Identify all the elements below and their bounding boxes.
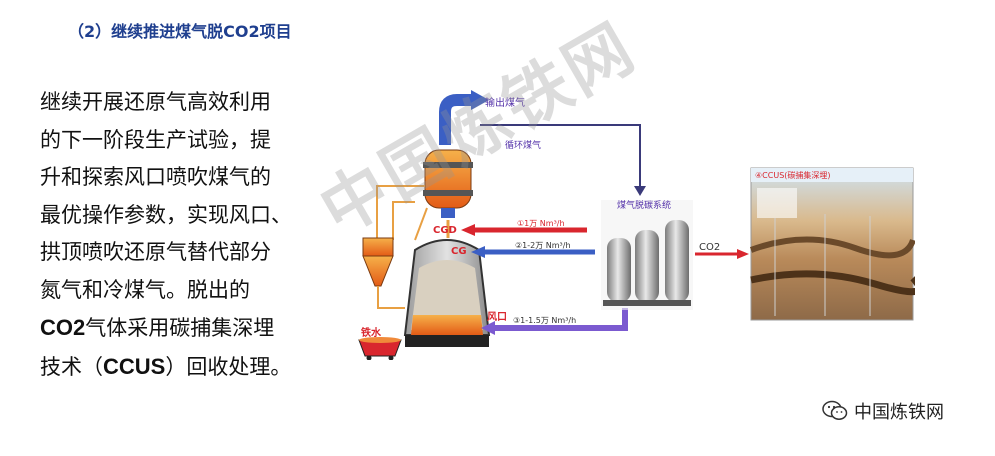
body-line: CO2气体采用碳捕集深埋 (40, 309, 330, 348)
recycle-gas-label: 循环煤气 (505, 139, 541, 151)
body-line: 升和探索风口喷吹煤气的 (40, 165, 271, 189)
body-line-rest: 气体采用碳捕集深埋 (85, 316, 275, 340)
outlet-gas-label: 输出煤气 (485, 96, 525, 109)
logo-text: 中国炼铁网 (854, 402, 944, 423)
body-line: 最优操作参数，实现风口、 (40, 202, 292, 227)
top-gas-separator (423, 149, 473, 218)
body-line: 技术（CCUS）回收处理。 (40, 348, 330, 387)
cgd-label: CGD (433, 225, 457, 236)
flow1-label: ①1万 Nm³/h (517, 219, 565, 228)
wechat-icon (822, 400, 848, 420)
section-heading: （2）继续推进煤气脱CO2项目 (68, 22, 292, 41)
decarb-system (601, 200, 693, 310)
outlet-gas-pipe (439, 90, 489, 145)
body-line: 氮气和冷煤气。脱出的 (40, 277, 250, 302)
hot-metal-label: 铁水 (361, 326, 382, 339)
body-paragraph: 继续开展还原气高效利用 的下一阶段生产试验，提 升和探索风口喷吹煤气的 最优操作… (40, 84, 330, 386)
body-line: 继续开展还原气高效利用 (40, 90, 271, 114)
ccus-title: ④CCUS(碳捕集深埋) (755, 170, 831, 180)
body-bold-term: CCUS (103, 353, 166, 379)
co2-label: CO2 (699, 242, 720, 253)
source-logo: 中国炼铁网 (822, 398, 944, 424)
body-line-rest: ）回收处理。 (165, 354, 292, 379)
tuyere-label: 风口 (487, 311, 507, 323)
ccus-panel (749, 167, 915, 321)
flow3-label: ③1-1.5万 Nm³/h (513, 316, 576, 325)
body-line: 拱顶喷吹还原气替代部分 (40, 240, 271, 264)
body-line: 的下一阶段生产试验，提 (40, 127, 271, 152)
cgd-pipe (461, 224, 587, 236)
hot-metal-ladle (358, 337, 402, 360)
decarb-system-label: 煤气脱碳系统 (617, 199, 671, 211)
body-line-pre: 技术（ (40, 354, 103, 379)
flow2-label: ②1-2万 Nm³/h (515, 241, 571, 250)
recycle-gas-pipe (480, 124, 646, 196)
co2-arrow (695, 249, 749, 259)
cyclone-separator (362, 237, 405, 309)
tuyere-pipe (481, 308, 628, 335)
blast-furnace (403, 239, 491, 347)
cg-pipe (471, 246, 595, 258)
process-diagram: 输出煤气 循环煤气 CGD ①1万 Nm³/h CG (358, 90, 915, 360)
body-bold-term: CO2 (40, 315, 86, 340)
cg-label: CG (451, 246, 467, 257)
